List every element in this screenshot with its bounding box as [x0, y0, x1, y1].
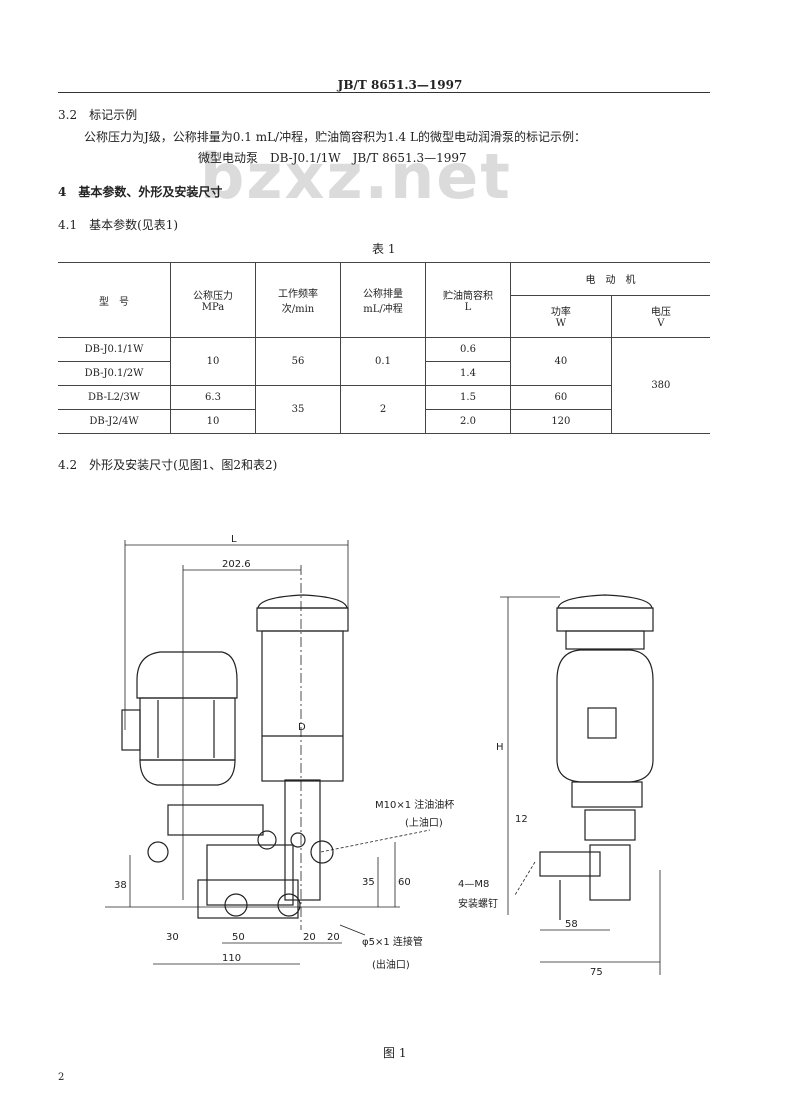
cell-model: DB-J0.1/1W [58, 337, 171, 362]
callout-mount-sub: 安装螺钉 [458, 897, 498, 910]
th-motor: 电 动 机 [510, 262, 710, 296]
side-view [539, 594, 654, 920]
cell-pressure: 10 [170, 409, 256, 434]
cell-volume: 2.0 [425, 409, 511, 434]
section-3-2-title: 3.2 标记示例 [58, 108, 138, 122]
dim-D: D [298, 722, 306, 733]
cell-model: DB-J0.1/2W [58, 361, 171, 386]
cell-voltage: 380 [610, 337, 710, 434]
cell-power: 120 [510, 409, 612, 434]
table-caption: 表 1 [372, 242, 396, 256]
cell-volume: 1.4 [425, 361, 511, 386]
th-frequency: 工作频率次/min [255, 262, 341, 338]
section-3-2-text: 公称压力为J级，公称排量为0.1 mL/冲程，贮油筒容积为1.4 L的微型电动润… [84, 130, 586, 144]
marking-example: 微型电动泵 DB-J0.1/1W JB/T 8651.3—1997 [198, 151, 467, 165]
page-number: 2 [58, 1072, 65, 1083]
dim-35: 35 [362, 877, 375, 888]
dim-30: 30 [166, 932, 179, 943]
cell-displacement: 2 [340, 385, 426, 434]
dim-60: 60 [398, 877, 411, 888]
section-4-title: 4 基本参数、外形及安装尺寸 [58, 185, 223, 199]
dim-20a: 20 [303, 932, 316, 943]
cell-frequency: 56 [255, 337, 341, 386]
dim-50: 50 [232, 932, 245, 943]
cell-model: DB-J2/4W [58, 409, 171, 434]
header-rule [58, 92, 710, 93]
dim-202-6: 202.6 [222, 559, 251, 570]
th-model: 型 号 [58, 262, 171, 338]
section-4-2-title: 4.2 外形及安装尺寸(见图1、图2和表2) [58, 458, 278, 472]
callout-inlet: M10×1 注油油杯 [375, 798, 454, 811]
cell-model: DB-L2/3W [58, 385, 171, 410]
callout-mount: 4—M8 [458, 879, 489, 890]
dim-110: 110 [222, 953, 241, 964]
callout-outlet: φ5×1 连接管 [362, 935, 423, 948]
table-row: DB-J0.1/2W 1.4 [58, 361, 710, 386]
dim-75: 75 [590, 967, 603, 978]
table-row: DB-J2/4W 10 2.0 120 [58, 409, 710, 434]
table-row: DB-J0.1/1W 10 56 0.1 0.6 40 380 [58, 337, 710, 434]
cell-pressure: 10 [170, 337, 256, 386]
section-4-1-title: 4.1 基本参数(见表1) [58, 218, 179, 232]
cell-volume: 0.6 [425, 337, 511, 362]
callout-inlet-sub: (上油口) [405, 816, 443, 829]
pump-body-front [147, 779, 334, 919]
dim-20b: 20 [327, 932, 340, 943]
figure-caption: 图 1 [383, 1046, 407, 1060]
dim-38: 38 [114, 880, 127, 891]
watermark: bzxz.net [200, 140, 512, 213]
table-row: DB-L2/3W 6.3 35 2 1.5 60 [58, 385, 710, 434]
cell-volume: 1.5 [425, 385, 511, 410]
dim-H: H [496, 742, 504, 753]
cell-displacement: 0.1 [340, 337, 426, 386]
standard-header: JB/T 8651.3—1997 [337, 78, 463, 92]
cell-frequency: 35 [255, 385, 341, 434]
dim-L: L [231, 534, 237, 545]
callout-outlet-sub: (出油口) [372, 958, 410, 971]
dim-12: 12 [515, 814, 528, 825]
motor-front [121, 651, 238, 786]
dimension-lines [105, 540, 661, 975]
cell-pressure: 6.3 [170, 385, 256, 410]
cell-power: 60 [510, 385, 612, 410]
reservoir-front [256, 565, 349, 930]
dim-58: 58 [565, 919, 578, 930]
cell-power: 40 [510, 337, 612, 386]
